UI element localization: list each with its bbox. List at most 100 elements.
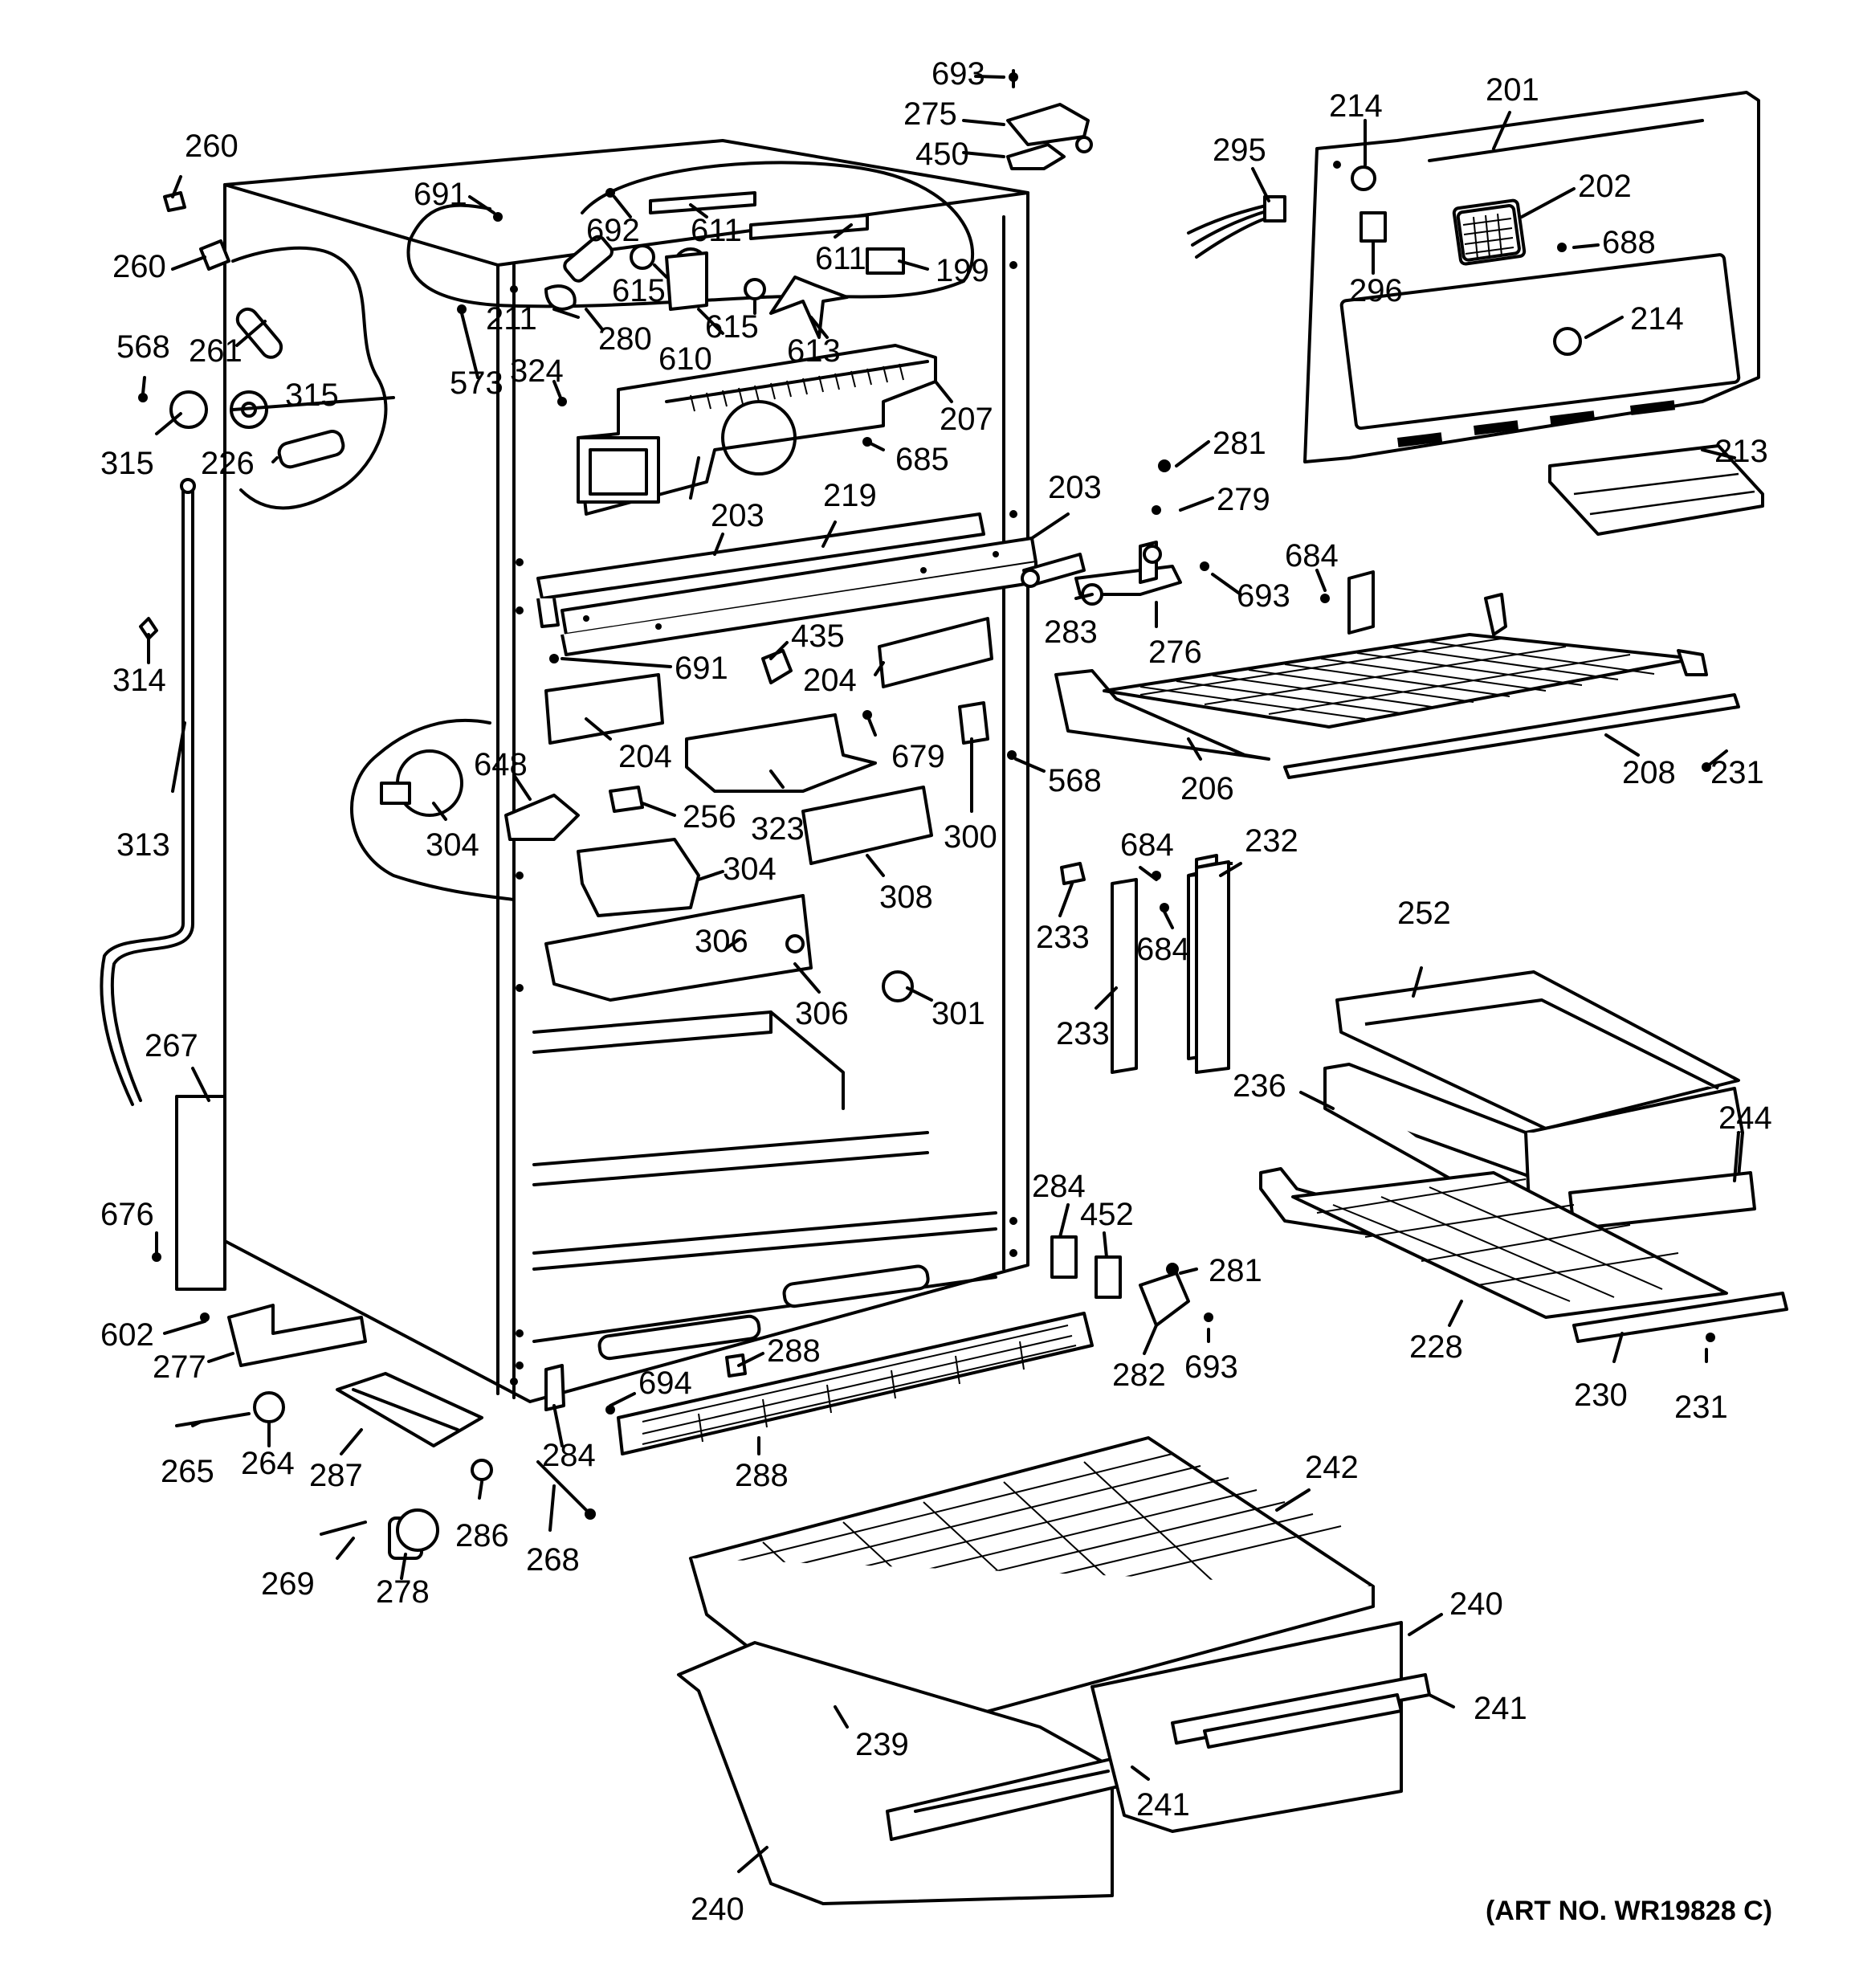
callout-214: 214 <box>1630 301 1684 337</box>
callout-611: 611 <box>691 213 742 248</box>
callout-615: 615 <box>705 309 759 345</box>
freezer-shelf-206 <box>1054 593 1740 779</box>
callout-648: 648 <box>474 747 528 782</box>
water-valve-parts <box>138 191 345 469</box>
callout-685: 685 <box>895 442 949 477</box>
callout-611: 611 <box>815 241 866 276</box>
callout-279: 279 <box>1217 482 1270 517</box>
callout-241: 241 <box>1136 1787 1190 1823</box>
callout-280: 280 <box>598 321 652 357</box>
center-hinge-276 <box>1021 541 1182 606</box>
side-panel-267 <box>175 1095 226 1291</box>
callout-236: 236 <box>1233 1068 1286 1104</box>
callout-284: 284 <box>1032 1169 1086 1204</box>
leader-lines <box>141 75 1740 1873</box>
callout-691: 691 <box>414 177 467 212</box>
callout-260: 260 <box>112 249 166 284</box>
callout-203: 203 <box>1048 470 1102 505</box>
callout-284: 284 <box>542 1438 596 1473</box>
callout-232: 232 <box>1245 823 1298 859</box>
callout-324: 324 <box>510 353 564 389</box>
callout-296: 296 <box>1349 273 1403 308</box>
callout-276: 276 <box>1148 635 1202 670</box>
callout-684: 684 <box>1136 932 1190 967</box>
callout-306: 306 <box>695 924 748 959</box>
callout-283: 283 <box>1044 614 1098 650</box>
callout-256: 256 <box>683 799 736 835</box>
callout-684: 684 <box>1285 538 1339 574</box>
callout-281: 281 <box>1213 426 1266 461</box>
callout-214: 214 <box>1329 88 1383 124</box>
callout-261: 261 <box>189 333 243 369</box>
callout-241: 241 <box>1474 1691 1527 1726</box>
callout-267: 267 <box>145 1028 198 1063</box>
glass-shelf-228 <box>1259 1167 1788 1343</box>
callout-288: 288 <box>767 1333 821 1369</box>
control-panel-201 <box>1303 91 1760 463</box>
callout-269: 269 <box>261 1566 315 1602</box>
callout-435: 435 <box>791 618 845 654</box>
callout-308: 308 <box>879 880 933 915</box>
callout-226: 226 <box>201 446 255 481</box>
callout-240: 240 <box>1449 1586 1503 1622</box>
callout-264: 264 <box>241 1446 295 1481</box>
callout-275: 275 <box>903 96 957 132</box>
callout-679: 679 <box>891 739 945 774</box>
callout-693: 693 <box>932 56 985 92</box>
callout-287: 287 <box>309 1458 363 1493</box>
callout-268: 268 <box>526 1542 580 1578</box>
callout-213: 213 <box>1714 434 1768 469</box>
callout-204: 204 <box>618 739 672 774</box>
callout-288: 288 <box>735 1458 789 1493</box>
callout-286: 286 <box>455 1518 509 1553</box>
callout-691: 691 <box>675 651 728 686</box>
wire-harness-295 <box>1187 195 1286 259</box>
callout-452: 452 <box>1080 1197 1134 1232</box>
callout-295: 295 <box>1213 133 1266 168</box>
callout-676: 676 <box>100 1197 154 1232</box>
callout-230: 230 <box>1574 1378 1628 1413</box>
callout-265: 265 <box>161 1454 214 1489</box>
callout-281: 281 <box>1209 1253 1262 1288</box>
callout-278: 278 <box>376 1574 430 1610</box>
callout-568: 568 <box>1048 763 1102 798</box>
callout-573: 573 <box>450 365 503 401</box>
grille-288 <box>544 1235 1190 1455</box>
callout-693: 693 <box>1237 578 1290 614</box>
cutaway-top-left <box>231 246 388 510</box>
top-hinge-275 <box>1006 69 1093 170</box>
callout-613: 613 <box>787 333 841 369</box>
callout-301: 301 <box>932 996 985 1031</box>
callout-240: 240 <box>691 1892 744 1927</box>
water-tube-313 <box>100 478 196 1106</box>
callout-239: 239 <box>855 1727 909 1762</box>
callout-202: 202 <box>1578 169 1632 204</box>
callout-314: 314 <box>112 663 166 698</box>
callout-304: 304 <box>426 827 479 863</box>
callout-693: 693 <box>1184 1349 1238 1385</box>
shelf-rails-203 <box>536 512 1037 656</box>
callout-201: 201 <box>1486 72 1539 108</box>
callout-252: 252 <box>1397 896 1451 931</box>
callout-300: 300 <box>944 819 997 855</box>
callout-684: 684 <box>1120 827 1174 863</box>
art-number: (ART NO. WR19828 C) <box>1486 1896 1772 1926</box>
callout-568: 568 <box>116 329 170 365</box>
callout-244: 244 <box>1718 1100 1772 1136</box>
callout-688: 688 <box>1602 225 1656 260</box>
callout-260: 260 <box>185 129 238 164</box>
callout-315: 315 <box>100 446 154 481</box>
crisper-drawers-240 <box>677 1621 1431 1905</box>
dairy-rack-213 <box>1548 444 1764 536</box>
callout-313: 313 <box>116 827 170 863</box>
callout-211: 211 <box>486 301 537 337</box>
callout-602: 602 <box>100 1317 154 1353</box>
callout-315: 315 <box>285 378 339 413</box>
callout-203: 203 <box>711 498 764 533</box>
callout-233: 233 <box>1036 920 1090 955</box>
callout-615: 615 <box>612 273 666 308</box>
roller-assembly <box>175 1304 596 1560</box>
callout-206: 206 <box>1180 771 1234 806</box>
